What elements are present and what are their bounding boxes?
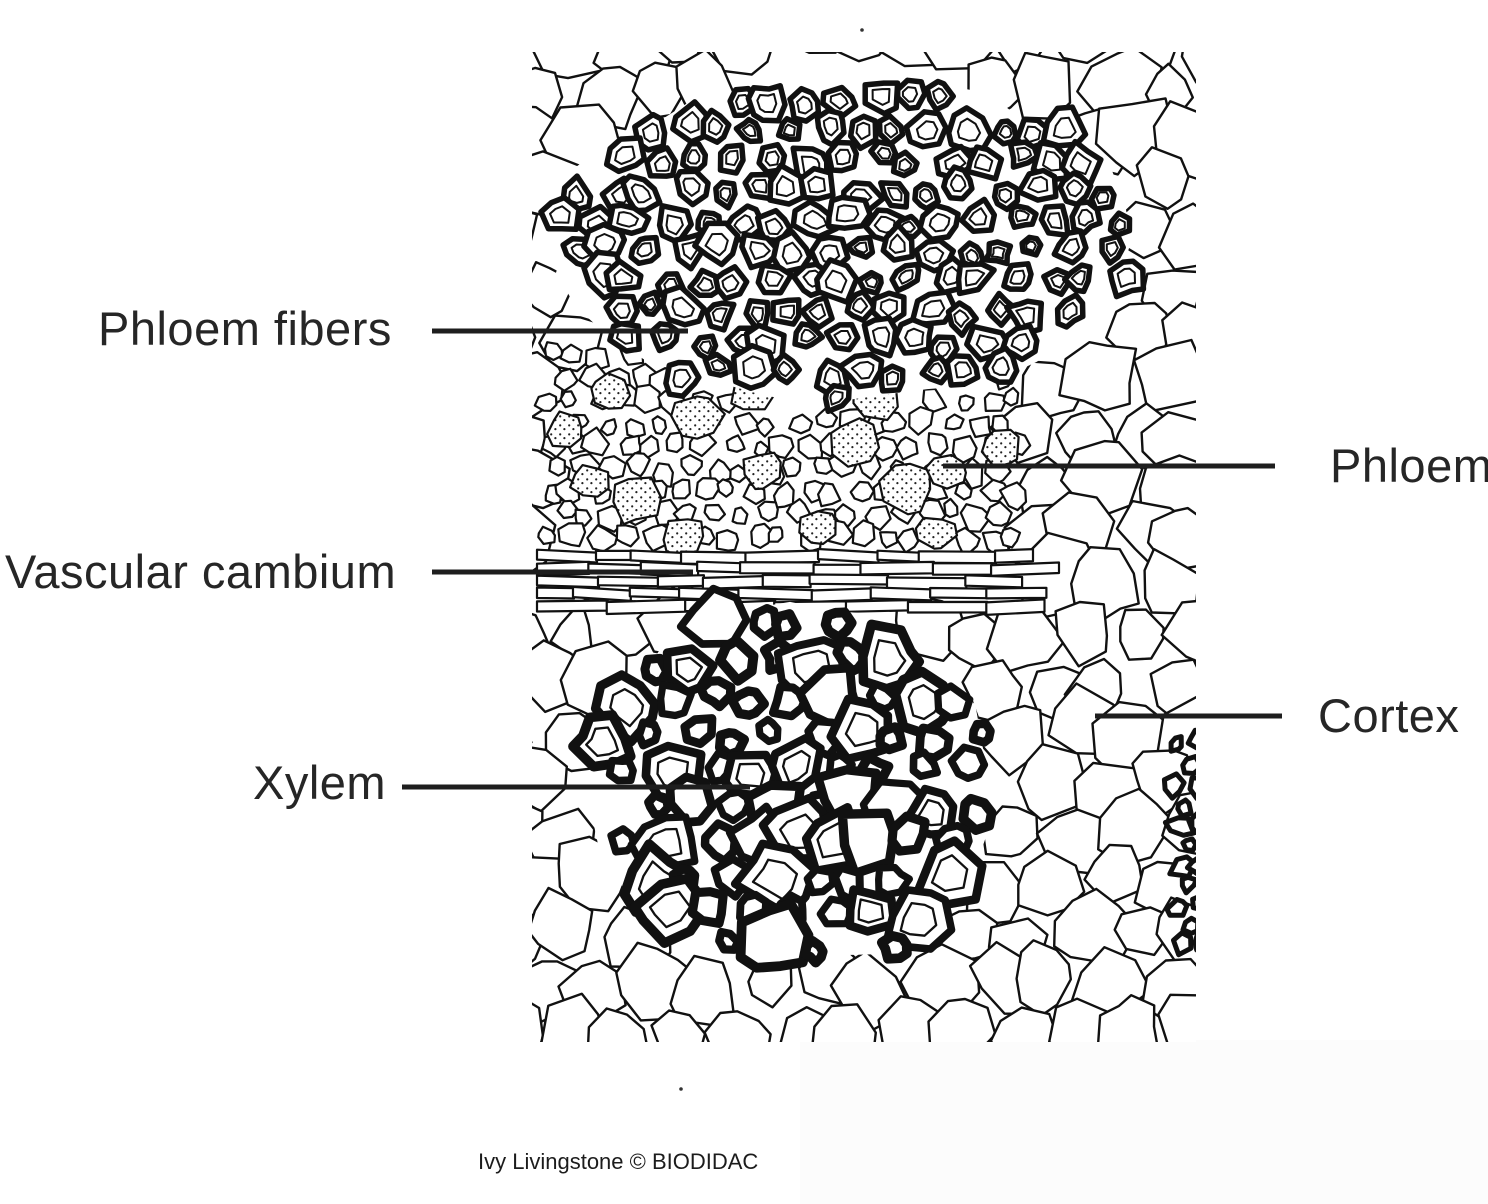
label-phloem: Phloem (1330, 439, 1488, 492)
label-cortex: Cortex (1318, 689, 1460, 742)
xylem-cells (568, 584, 997, 973)
micrograph-drawing (532, 52, 1196, 1042)
scan-specks (679, 28, 864, 1091)
cortex-parenchyma-cells (532, 52, 1196, 1042)
leader-lines (402, 328, 1282, 790)
edge-bundle-cells (1161, 727, 1196, 958)
vascular-cambium-cells (535, 547, 1061, 616)
phloem-cells (533, 341, 1032, 559)
attribution-text: Ivy Livingstone © BIODIDAC (478, 1149, 759, 1174)
phloem-fiber-cells (538, 69, 1147, 415)
label-phloem-fibers: Phloem fibers (98, 302, 392, 355)
label-vascular-cambium: Vascular cambium (5, 545, 397, 598)
phloem-stippled-cells (546, 365, 1020, 563)
scan-tone-block (800, 1040, 1488, 1204)
label-xylem: Xylem (253, 756, 387, 809)
